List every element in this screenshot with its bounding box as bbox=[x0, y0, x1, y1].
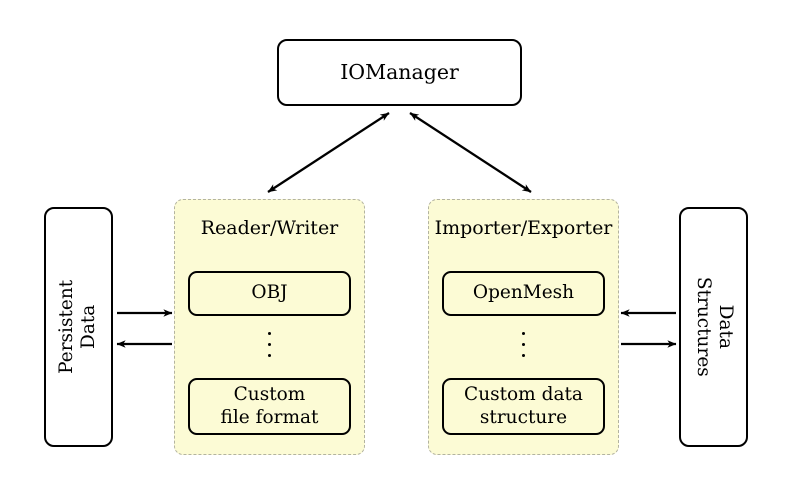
ellipsis-dot bbox=[521, 332, 526, 336]
box-custom-file-format: Custom file format bbox=[188, 378, 351, 435]
group-title-reader-writer: Reader/Writer bbox=[200, 217, 339, 239]
box-obj: OBJ bbox=[188, 271, 351, 316]
arrow-iomanager-reader-writer bbox=[267, 112, 390, 193]
box-obj-label: OBJ bbox=[251, 282, 288, 304]
group-panel-reader-writer: Reader/Writer OBJ Custom file format bbox=[174, 199, 365, 455]
ellipsis-reader-writer bbox=[175, 332, 364, 358]
box-openmesh-label: OpenMesh bbox=[472, 282, 575, 304]
node-data-structures-label: Data Structures bbox=[692, 277, 736, 377]
group-panel-importer-exporter: Importer/Exporter OpenMesh Custom data s… bbox=[428, 199, 619, 455]
node-data-structures: Data Structures bbox=[679, 207, 748, 447]
node-iomanager-label: IOManager bbox=[340, 60, 459, 85]
box-custom-data-structure-label: Custom data structure bbox=[464, 384, 583, 428]
node-persistent-data-label: Persistent Data bbox=[56, 279, 100, 375]
ellipsis-dot bbox=[267, 332, 272, 336]
ellipsis-dot bbox=[521, 342, 526, 347]
ellipsis-dot bbox=[267, 342, 272, 347]
box-custom-file-format-label: Custom file format bbox=[220, 384, 319, 428]
node-persistent-data: Persistent Data bbox=[44, 207, 113, 447]
box-custom-data-structure: Custom data structure bbox=[442, 378, 605, 435]
group-title-importer-exporter: Importer/Exporter bbox=[434, 217, 613, 239]
ellipsis-importer-exporter bbox=[429, 332, 618, 358]
ellipsis-dot bbox=[267, 353, 272, 358]
box-openmesh: OpenMesh bbox=[442, 271, 605, 316]
node-iomanager: IOManager bbox=[277, 39, 522, 106]
arrow-iomanager-importer-exporter bbox=[409, 112, 532, 193]
ellipsis-dot bbox=[521, 353, 526, 358]
